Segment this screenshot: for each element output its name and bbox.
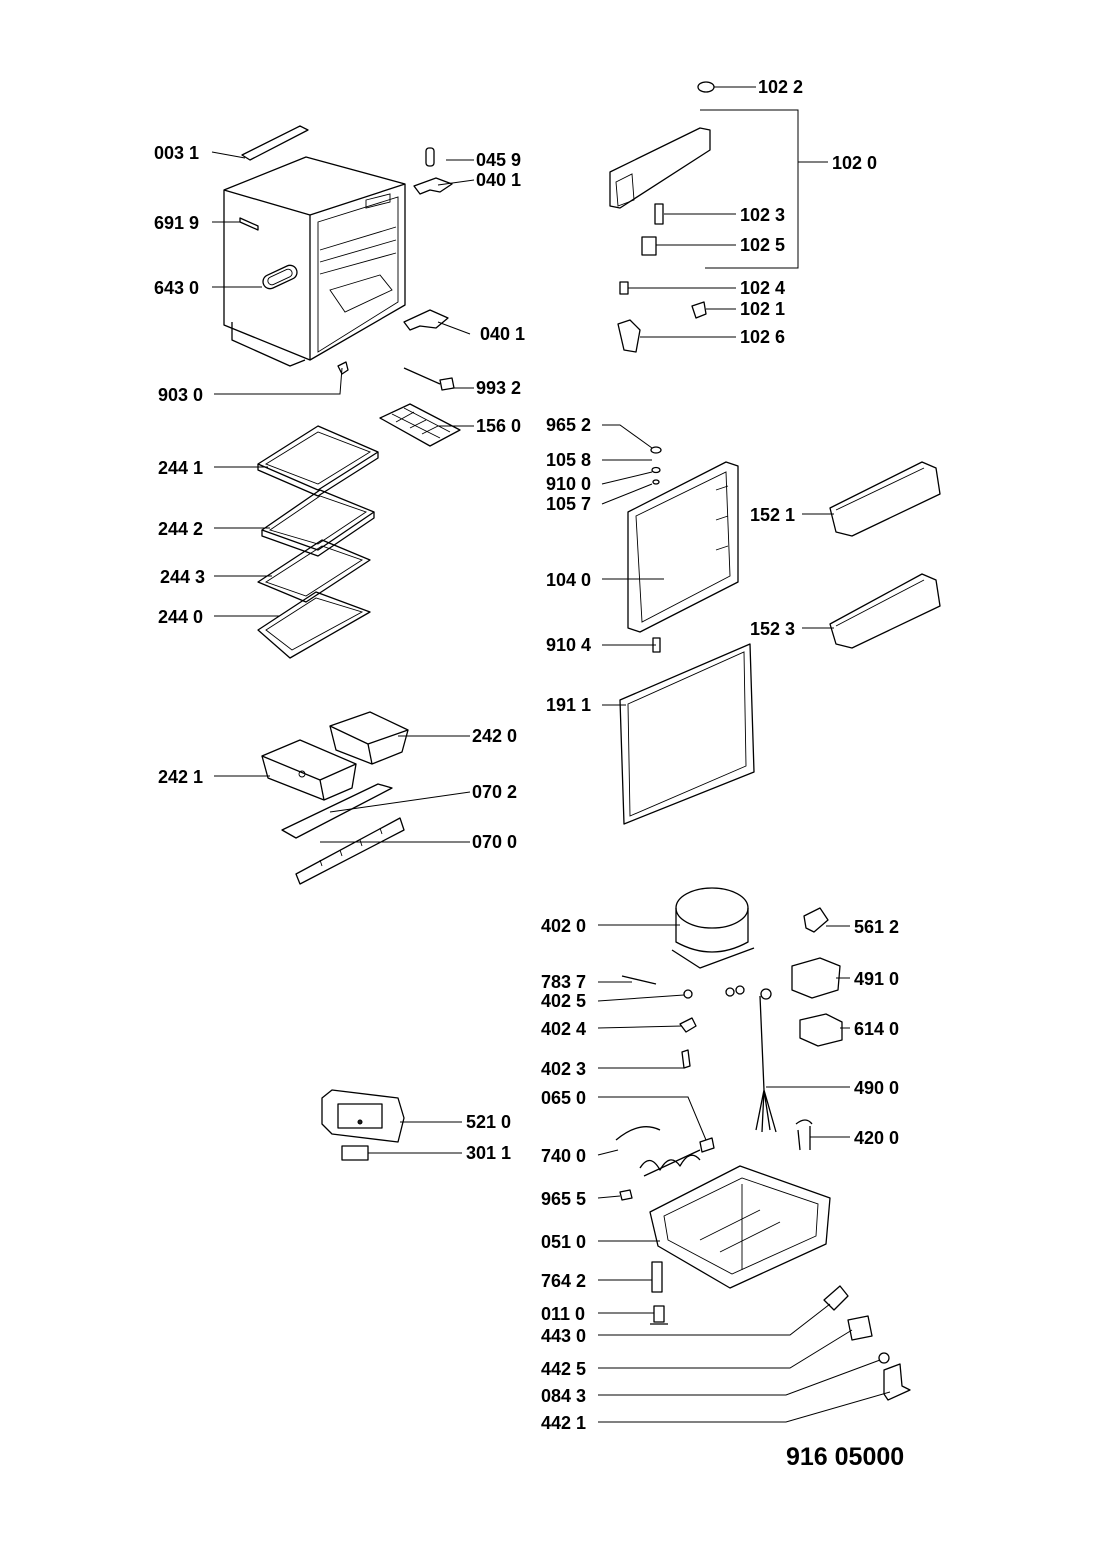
cabinet-drawing xyxy=(223,125,461,447)
label-244-1: 244 1 xyxy=(158,458,203,478)
compressor-drawing xyxy=(615,887,911,1401)
label-691-9: 691 9 xyxy=(154,213,199,233)
label-102-4: 102 4 xyxy=(740,278,785,298)
label-102-6: 102 6 xyxy=(740,327,785,347)
label-402-0: 402 0 xyxy=(541,916,586,936)
label-102-2: 102 2 xyxy=(758,77,803,97)
label-491-0: 491 0 xyxy=(854,969,899,989)
label-040-1-top: 040 1 xyxy=(476,170,521,190)
label-156-0: 156 0 xyxy=(476,416,521,436)
label-910-0: 910 0 xyxy=(546,474,591,494)
door-drawing xyxy=(609,81,941,825)
label-420-0: 420 0 xyxy=(854,1128,899,1148)
label-521-0: 521 0 xyxy=(466,1112,511,1132)
label-242-0: 242 0 xyxy=(472,726,517,746)
label-301-1: 301 1 xyxy=(466,1143,511,1163)
label-402-3: 402 3 xyxy=(541,1059,586,1079)
label-244-0: 244 0 xyxy=(158,607,203,627)
label-045-9: 045 9 xyxy=(476,150,521,170)
label-965-5: 965 5 xyxy=(541,1189,586,1209)
label-070-0: 070 0 xyxy=(472,832,517,852)
part-labels: 003 1 045 9 040 1 691 9 643 0 040 1 903 … xyxy=(154,77,904,1471)
label-903-0: 903 0 xyxy=(158,385,203,405)
label-490-0: 490 0 xyxy=(854,1078,899,1098)
label-104-0: 104 0 xyxy=(546,570,591,590)
label-442-5: 442 5 xyxy=(541,1359,586,1379)
label-102-1: 102 1 xyxy=(740,299,785,319)
label-402-4: 402 4 xyxy=(541,1019,586,1039)
label-191-1: 191 1 xyxy=(546,695,591,715)
label-910-4: 910 4 xyxy=(546,635,591,655)
label-102-3: 102 3 xyxy=(740,205,785,225)
label-102-0: 102 0 xyxy=(832,153,877,173)
label-065-0: 065 0 xyxy=(541,1088,586,1108)
label-105-8: 105 8 xyxy=(546,450,591,470)
label-783-7: 783 7 xyxy=(541,972,586,992)
label-244-3: 244 3 xyxy=(160,567,205,587)
label-242-1: 242 1 xyxy=(158,767,203,787)
label-003-1: 003 1 xyxy=(154,143,199,163)
label-614-0: 614 0 xyxy=(854,1019,899,1039)
leader-lines xyxy=(211,86,891,1423)
label-764-2: 764 2 xyxy=(541,1271,586,1291)
label-244-2: 244 2 xyxy=(158,519,203,539)
label-442-1: 442 1 xyxy=(541,1413,586,1433)
label-993-2: 993 2 xyxy=(476,378,521,398)
label-152-3: 152 3 xyxy=(750,619,795,639)
label-965-2: 965 2 xyxy=(546,415,591,435)
label-011-0: 011 0 xyxy=(541,1304,585,1324)
shelves-drawing xyxy=(257,425,379,659)
crisper-drawing xyxy=(261,711,409,885)
document-number: 916 05000 xyxy=(786,1443,904,1471)
label-051-0: 051 0 xyxy=(541,1232,586,1252)
label-402-5: 402 5 xyxy=(541,991,586,1011)
label-152-1: 152 1 xyxy=(750,505,795,525)
label-643-0: 643 0 xyxy=(154,278,199,298)
label-102-5: 102 5 xyxy=(740,235,785,255)
label-561-2: 561 2 xyxy=(854,917,899,937)
label-740-0: 740 0 xyxy=(541,1146,586,1166)
label-040-1-bottom: 040 1 xyxy=(480,324,525,344)
thermostat-drawing xyxy=(321,1089,405,1161)
label-084-3: 084 3 xyxy=(541,1386,586,1406)
label-105-7: 105 7 xyxy=(546,494,591,514)
label-070-2: 070 2 xyxy=(472,782,517,802)
label-443-0: 443 0 xyxy=(541,1326,586,1346)
